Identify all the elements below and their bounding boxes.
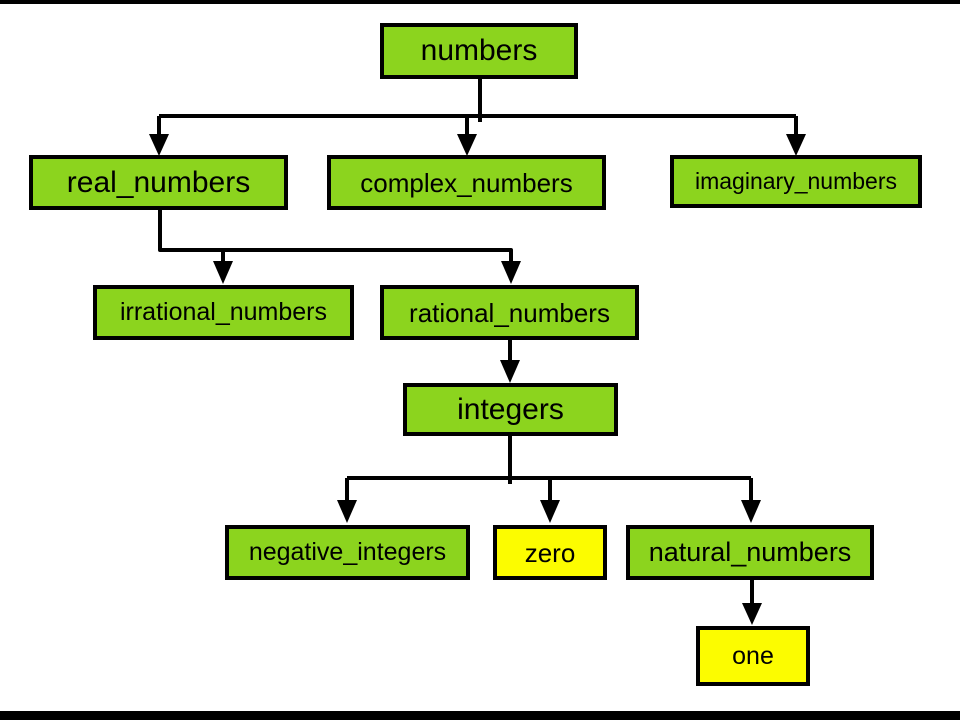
node-numbers: numbers: [380, 23, 578, 79]
node-imaginary-numbers: imaginary_numbers: [670, 155, 922, 208]
edge-natural-numbers-one: [742, 580, 762, 625]
node-integers: integers: [403, 383, 618, 436]
node-negative-integers: negative_integers: [225, 525, 470, 580]
node-irrational-numbers: irrational_numbers: [93, 285, 354, 340]
edge-real-numbers-children: [158, 210, 521, 284]
edge-rational-numbers-integers: [500, 340, 520, 383]
edge-integers-children: [337, 436, 761, 523]
node-complex-numbers: complex_numbers: [327, 155, 606, 210]
node-zero: zero: [493, 525, 607, 580]
node-rational-numbers: rational_numbers: [380, 285, 639, 340]
node-one: one: [696, 626, 810, 686]
node-natural-numbers: natural_numbers: [626, 525, 874, 580]
top-border-bar: [0, 0, 960, 4]
edge-numbers-children: [149, 79, 806, 156]
node-real-numbers: real_numbers: [29, 155, 288, 210]
bottom-border-bar: [0, 711, 960, 720]
